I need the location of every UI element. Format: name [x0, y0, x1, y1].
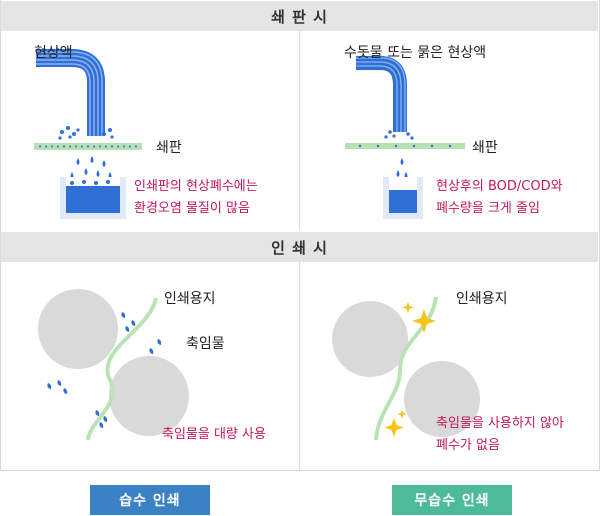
wet-printing-button[interactable]: 습수 인쇄 [90, 485, 210, 515]
plate-divider [299, 30, 300, 230]
paper-label-left: 인쇄용지 [164, 291, 216, 307]
diagram-graphics [34, 49, 480, 441]
sparkle-icons [384, 302, 436, 437]
plate-note-right: 현상후의 BOD/COD와 폐수량을 크게 줄임 [436, 176, 563, 220]
falling-drops-right [396, 158, 408, 179]
plate-label-left: 쇄판 [156, 140, 182, 156]
developer-pipe-left [36, 49, 105, 136]
plate-bar-right [345, 143, 465, 149]
section-header-plate: 쇄 판 시 [1, 1, 598, 31]
dampening-drops-left [47, 312, 162, 428]
paper-path-left [86, 297, 158, 441]
waste-tank-left [60, 177, 126, 219]
splash-droplets-left [58, 126, 114, 140]
dampening-label: 축임물 [186, 336, 225, 352]
printing-divider [299, 262, 300, 470]
rollers-left [38, 289, 189, 436]
plate-note-right-line2: 폐수량을 크게 줄임 [436, 201, 540, 216]
plate-note-left: 인쇄판의 현상폐수에는 환경오염 물질이 많음 [134, 176, 258, 220]
print-note-right-line1: 축임물을 사용하지 않아 [436, 416, 564, 431]
frame-bottom-border [0, 470, 600, 471]
splash-droplets-right [384, 130, 414, 140]
frame-left-border [0, 0, 1, 470]
developer-pipe-right [356, 56, 407, 132]
plate-note-left-line2: 환경오염 물질이 많음 [134, 201, 250, 216]
developer-label-right: 수돗물 또는 묽은 현상액 [344, 45, 487, 61]
diagram-frame: 쇄 판 시 인 쇄 시 [0, 0, 600, 471]
print-note-right: 축임물을 사용하지 않아 폐수가 없음 [436, 413, 564, 457]
waste-tank-right [383, 177, 423, 219]
plate-label-right: 쇄판 [472, 140, 498, 156]
plate-note-left-line1: 인쇄판의 현상폐수에는 [134, 179, 258, 194]
plate-dots-left [39, 145, 137, 148]
rollers-right [332, 301, 480, 437]
falling-drops-left [70, 156, 112, 179]
paper-label-right: 인쇄용지 [456, 291, 508, 307]
plate-dots-right [358, 144, 452, 148]
waterless-printing-button[interactable]: 무습수 인쇄 [392, 485, 512, 515]
plate-note-right-line1: 현상후의 BOD/COD와 [436, 179, 563, 194]
print-note-right-line2: 폐수가 없음 [436, 438, 500, 453]
developer-label-left: 현상액 [34, 45, 73, 61]
section-header-printing: 인 쇄 시 [1, 232, 598, 262]
print-note-left: 축임물을 대량 사용 [162, 427, 266, 442]
